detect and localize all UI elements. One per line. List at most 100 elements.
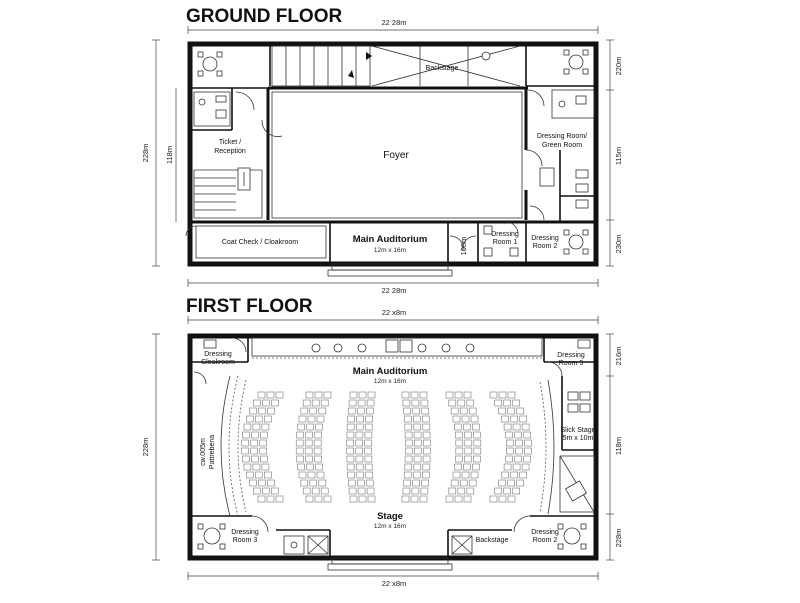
first-slick-stage-label-1: Slick Stage bbox=[560, 427, 595, 434]
seat bbox=[404, 447, 413, 455]
seat bbox=[514, 455, 522, 463]
seat bbox=[347, 479, 356, 487]
seat bbox=[249, 479, 257, 487]
seat bbox=[305, 431, 313, 439]
seat bbox=[261, 423, 270, 431]
seat bbox=[404, 455, 413, 463]
seat bbox=[503, 487, 512, 495]
first-left-gallery bbox=[193, 371, 247, 517]
seat bbox=[260, 455, 268, 463]
seat bbox=[468, 407, 477, 415]
seat bbox=[318, 479, 327, 487]
seat bbox=[419, 495, 428, 503]
seat bbox=[515, 447, 523, 455]
seat bbox=[507, 391, 516, 399]
seat bbox=[494, 487, 503, 495]
ground-right-fixtures bbox=[525, 89, 595, 209]
seat bbox=[422, 455, 431, 463]
seat bbox=[464, 439, 473, 447]
ground-dressing-1-label-2: Room 1 bbox=[493, 239, 518, 246]
seat bbox=[253, 399, 261, 407]
seat bbox=[246, 471, 254, 479]
seat bbox=[323, 391, 332, 399]
seat bbox=[366, 399, 375, 407]
seat bbox=[470, 415, 479, 423]
seat bbox=[455, 439, 464, 447]
seat bbox=[298, 471, 307, 479]
seat bbox=[470, 471, 479, 479]
seat bbox=[454, 463, 462, 471]
seat bbox=[275, 495, 284, 503]
seat bbox=[512, 423, 521, 431]
seat bbox=[421, 479, 430, 487]
first-top-fixtures bbox=[203, 337, 591, 377]
first-dressing-3-label-1: Dressing bbox=[231, 529, 259, 536]
seat bbox=[413, 447, 422, 455]
seat bbox=[298, 415, 307, 423]
seat bbox=[457, 487, 466, 495]
seat bbox=[507, 495, 516, 503]
seat bbox=[261, 399, 270, 407]
seat bbox=[445, 495, 454, 503]
seat bbox=[421, 407, 430, 415]
seat bbox=[472, 423, 480, 431]
seat bbox=[255, 415, 263, 423]
seat bbox=[304, 447, 313, 455]
seat bbox=[318, 407, 327, 415]
seat bbox=[249, 407, 257, 415]
seat bbox=[357, 487, 366, 495]
ground-foyer-area bbox=[271, 91, 523, 219]
seat bbox=[403, 407, 412, 415]
seat bbox=[300, 407, 309, 415]
ground-corridor-dim: 108m bbox=[459, 237, 468, 256]
first-dim-bottom: 22 x8m bbox=[187, 572, 599, 588]
seat bbox=[355, 431, 364, 439]
ground-toilets-left bbox=[193, 91, 255, 127]
seat bbox=[261, 487, 270, 495]
seat bbox=[364, 423, 373, 431]
seat bbox=[521, 463, 530, 471]
seat bbox=[412, 479, 421, 487]
first-bottom-fixtures bbox=[197, 515, 587, 555]
first-main-auditorium-label: Main Auditorium bbox=[353, 366, 428, 377]
ground-dressing-2-fixtures bbox=[529, 205, 589, 255]
first-entrance-steps bbox=[327, 557, 453, 571]
seat bbox=[420, 487, 429, 495]
seat bbox=[404, 431, 413, 439]
seat bbox=[411, 399, 420, 407]
seat bbox=[457, 399, 466, 407]
ground-backstage-label: Backstage bbox=[426, 65, 459, 72]
ground-table-top-right bbox=[563, 49, 589, 75]
first-dim-top: 22 x8m bbox=[187, 306, 599, 324]
seat bbox=[356, 407, 365, 415]
seat bbox=[320, 399, 329, 407]
seat bbox=[251, 455, 259, 463]
ground-floor-title: GROUND FLOOR bbox=[186, 6, 342, 27]
seat bbox=[403, 471, 412, 479]
seat bbox=[506, 447, 514, 455]
seat bbox=[356, 479, 365, 487]
seat bbox=[461, 471, 470, 479]
first-floor-title: FIRST FLOOR bbox=[186, 296, 313, 317]
seat bbox=[314, 455, 322, 463]
seat bbox=[412, 471, 421, 479]
seat bbox=[519, 415, 528, 423]
seat bbox=[466, 487, 475, 495]
seat bbox=[243, 423, 252, 431]
seat bbox=[507, 479, 515, 487]
seat bbox=[346, 431, 355, 439]
seat bbox=[503, 463, 512, 471]
seat bbox=[349, 495, 358, 503]
seat bbox=[512, 487, 521, 495]
first-dressing-3-label-2: Room 3 bbox=[233, 537, 258, 544]
ground-dim-left-inner-label: 118m bbox=[165, 146, 174, 164]
seat bbox=[364, 447, 373, 455]
seat bbox=[401, 495, 410, 503]
ground-dim-right-3: 230m bbox=[614, 235, 623, 254]
seat bbox=[505, 455, 513, 463]
seat bbox=[364, 463, 373, 471]
seat bbox=[266, 391, 275, 399]
seat bbox=[505, 431, 513, 439]
seat bbox=[468, 479, 477, 487]
ground-ticket-label-1: Ticket / bbox=[219, 139, 241, 146]
